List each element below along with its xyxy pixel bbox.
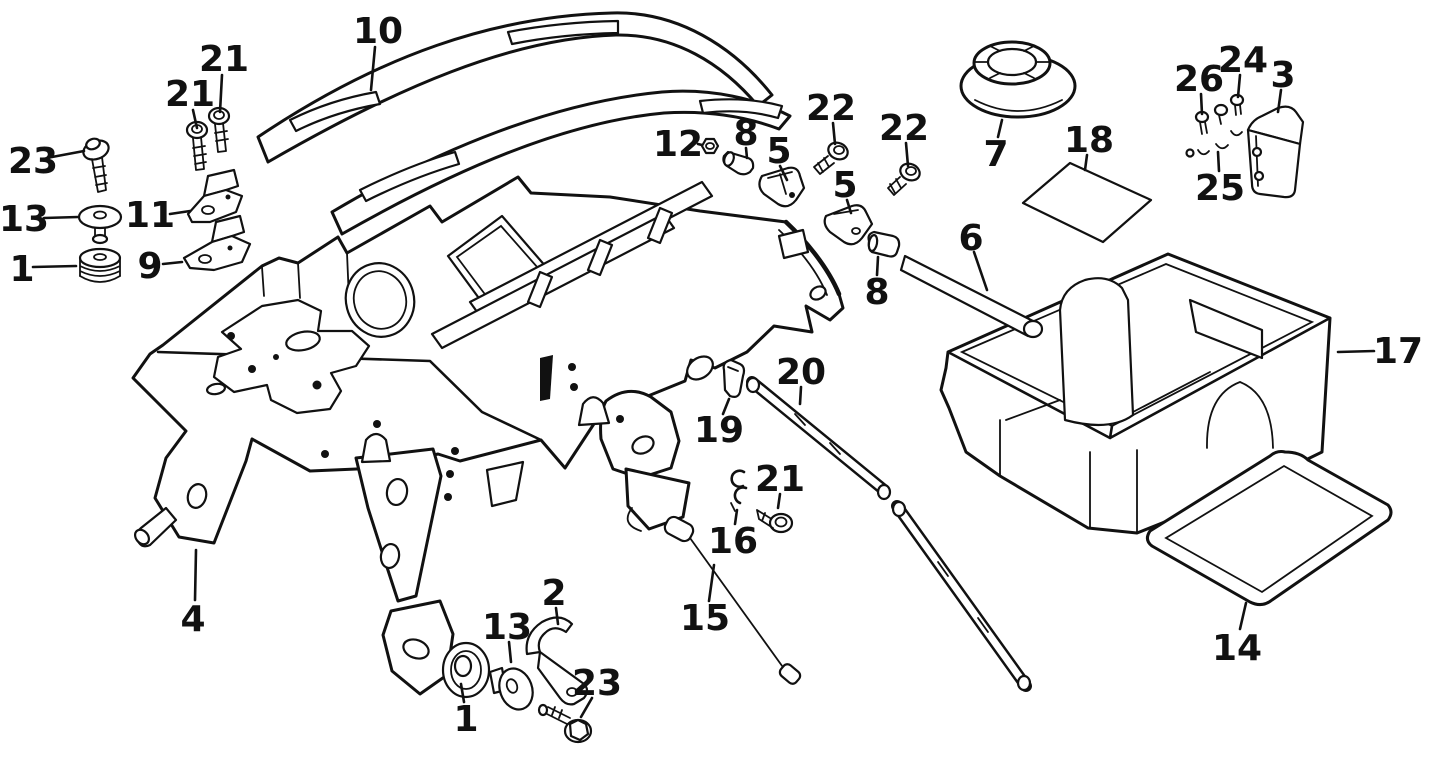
part-label: 16 [708,521,758,562]
leader-lines [31,45,1376,719]
part-label: 20 [776,352,826,393]
clip-16 [730,469,748,512]
part-label: 8 [864,272,889,313]
bracket-5-mid [823,204,874,246]
pouch-3 [1246,105,1305,199]
part-label: 10 [353,11,403,52]
saddle-2 [525,616,589,706]
screw-26 [1185,110,1210,158]
callout-labels: 10 21 21 23 13 1 11 9 12 8 5 22 22 5 8 7… [0,11,1423,740]
washer-13-top [77,204,123,245]
screw-24 [1229,93,1245,137]
grommet-1-top [78,247,122,283]
bolt-23-top [82,137,110,193]
drain-cable [663,515,802,685]
part-label: 6 [958,218,983,259]
part-label: 8 [733,113,758,154]
bracket-5-top [758,166,806,208]
part-label: 19 [694,410,744,451]
collar-8-mid [867,230,901,258]
part-label: 5 [766,131,791,172]
part-label: 23 [8,141,58,182]
trim-strip-lower [891,500,1032,692]
rail-lower [330,89,792,236]
damper-19 [722,358,746,398]
floor-mat [1145,450,1393,607]
bolt-22-right [887,162,921,196]
part-label: 1 [453,699,478,740]
bracket-9 [182,214,252,272]
part-label: 1 [9,249,34,290]
part-label: 13 [0,199,49,240]
part-label: 13 [482,607,532,648]
bolt-22-left [813,141,849,175]
screw-25 [1213,103,1229,150]
grommet-1-bottom [441,641,491,699]
bracket-11 [186,168,244,224]
washer-13-bottom [488,666,534,711]
part-label: 22 [879,108,929,149]
frame-body [131,175,845,696]
seal-ring [959,40,1077,119]
part-label: 21 [755,459,805,500]
bolt-21-bottom [756,509,794,534]
trim-strip-upper [745,376,892,501]
part-label: 23 [572,663,622,704]
nut-12 [700,137,720,155]
part-label: 25 [1195,168,1245,209]
part-label: 7 [983,134,1008,175]
part-label: 21 [165,74,215,115]
bolt-23-bottom [537,703,593,744]
part-label: 15 [680,598,730,639]
part-label: 22 [806,88,856,129]
part-label: 4 [180,599,205,640]
part-label: 17 [1373,331,1423,372]
part-label: 18 [1064,120,1114,161]
part-label: 5 [832,165,857,206]
label-plate [1021,161,1153,244]
part-label: 21 [199,39,249,80]
part-label: 24 [1218,40,1268,81]
collar-8-top [722,150,755,176]
part-label: 9 [137,246,162,287]
part-label: 12 [653,124,703,165]
part-label: 14 [1212,628,1262,669]
part-label: 26 [1174,59,1224,100]
part-label: 3 [1270,55,1295,96]
support-rod [899,254,1044,339]
part-label: 11 [125,195,175,236]
part-label: 2 [541,573,566,614]
